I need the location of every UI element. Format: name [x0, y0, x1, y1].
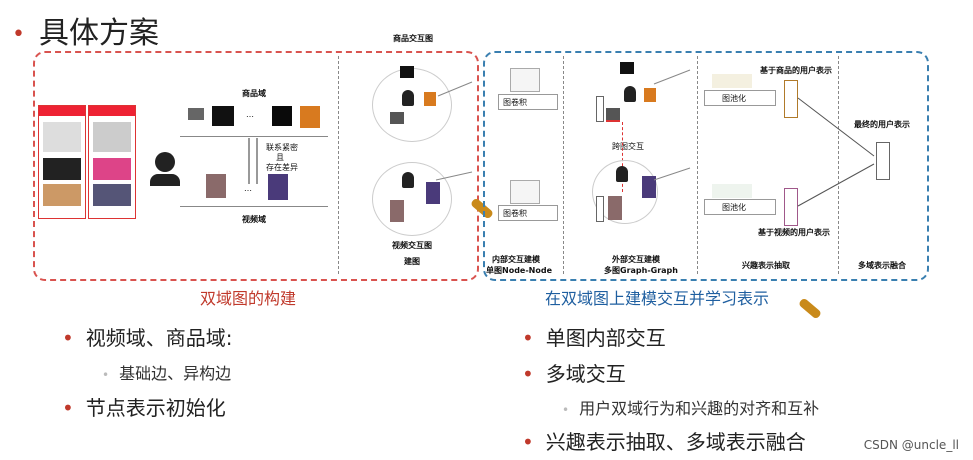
- bullet-left-3: •节点表示初始化: [62, 396, 226, 420]
- pool-arrow-1: [704, 90, 776, 106]
- left-panel-frame: [33, 51, 479, 281]
- video-graph-circle: [372, 162, 452, 236]
- ext-node-1: [620, 62, 634, 74]
- external-label-1: 外部交互建模: [612, 255, 660, 264]
- user-icon: [150, 152, 180, 186]
- ext-vector-1: [596, 96, 604, 122]
- goods-thumb-3: [272, 106, 292, 126]
- ext-node-3: [606, 108, 620, 122]
- cross-arrow: [622, 122, 623, 192]
- fusion-line-1: [797, 97, 875, 157]
- interest-extract-label: 兴趣表示抽取: [742, 261, 790, 270]
- mini-graph-2: [510, 180, 540, 204]
- video-ellipsis: …: [244, 184, 252, 193]
- right-panel-frame: [483, 51, 929, 281]
- mini-graph-1: [510, 68, 540, 92]
- goods-domain-label: 商品域: [242, 89, 266, 98]
- bullet-right-2: •多域交互: [522, 362, 626, 386]
- video-domain-label: 视频域: [242, 215, 266, 224]
- ext-user-node-1: [624, 86, 636, 102]
- goods-ellipsis: …: [246, 110, 254, 119]
- link-note-3: 存在差异: [266, 163, 298, 172]
- goods-user-vector: [784, 80, 798, 118]
- build-graph-label: 建图: [404, 257, 420, 266]
- external-label-2: 多图Graph-Graph: [604, 266, 678, 275]
- link-note-1: 联系紧密: [266, 143, 298, 152]
- internal-label-2: 单图Node-Node: [486, 266, 553, 275]
- goods-graph-node-2: [424, 92, 436, 106]
- multi-fusion-label: 多域表示融合: [858, 261, 906, 270]
- bullet-left-1: •视频域、商品域:: [62, 326, 233, 350]
- right-panel-caption: 在双域图上建模交互并学习表示: [545, 289, 770, 308]
- ext-circle-2: [592, 160, 658, 224]
- cross-interaction-label: 跨图交互: [612, 142, 644, 151]
- goods-thumb-4: [300, 106, 320, 128]
- left-graph-edge-1: [437, 81, 473, 97]
- goods-graph-node-1: [400, 66, 414, 78]
- goods-thumb-1: [188, 108, 204, 120]
- ext-node-4: [642, 176, 656, 198]
- bullet-right-1: •单图内部交互: [522, 326, 666, 350]
- goods-domain-arrow: [180, 136, 328, 137]
- pool-label-1: 图池化: [722, 94, 746, 103]
- left-panel-divider: [338, 56, 339, 274]
- internal-label-1: 内部交互建模: [492, 255, 540, 264]
- right-graph-edge-1: [653, 69, 691, 85]
- right-divider-1: [563, 56, 564, 274]
- pool-arrow-2: [704, 199, 776, 215]
- fusion-line-2: [797, 163, 875, 207]
- left-graph-edge-2: [435, 171, 473, 181]
- conv-arrow-1: [498, 94, 558, 110]
- watermark: CSDN @uncle_ll: [863, 438, 959, 452]
- goods-user-rep-label: 基于商品的用户表示: [760, 66, 832, 75]
- final-user-vector: [876, 142, 890, 180]
- video-graph-user-node: [402, 172, 414, 188]
- right-divider-2: [697, 56, 698, 274]
- video-graph-node-2: [390, 200, 404, 222]
- video-graph-label: 视频交互图: [392, 241, 432, 250]
- right-graph-edge-2: [653, 167, 691, 181]
- video-domain-arrow: [180, 206, 328, 207]
- app-screenshot-2: [88, 105, 136, 219]
- goods-node-cluster: [712, 74, 752, 88]
- title-bullet: •: [12, 22, 25, 47]
- final-user-rep-label: 最终的用户表示: [854, 120, 910, 129]
- app-screenshot-1: [38, 105, 86, 219]
- bullet-right-4: •兴趣表示抽取、多域表示融合: [522, 430, 806, 454]
- goods-graph-node-3: [390, 112, 404, 124]
- ext-node-5: [608, 196, 622, 220]
- goods-thumb-2: [212, 106, 234, 126]
- ext-user-node-2: [616, 166, 628, 182]
- video-graph-node-1: [426, 182, 440, 204]
- bullet-right-3: •用户双域行为和兴趣的对齐和互补: [562, 399, 820, 418]
- pool-label-2: 图池化: [722, 203, 746, 212]
- video-node-cluster: [712, 184, 752, 198]
- conv-arrow-2: [498, 205, 558, 221]
- link-note-2: 且: [276, 153, 284, 162]
- goods-graph-user-node: [402, 90, 414, 106]
- ext-vector-2: [596, 196, 604, 222]
- bidirectional-arrow: [248, 138, 258, 184]
- right-divider-3: [838, 56, 839, 274]
- bullet-left-2: •基础边、异构边: [102, 364, 232, 383]
- left-panel-caption: 双域图的构建: [200, 289, 297, 308]
- goods-graph-label: 商品交互图: [393, 34, 433, 43]
- video-user-rep-label: 基于视频的用户表示: [758, 228, 830, 237]
- video-thumb-2: [268, 174, 288, 200]
- video-user-vector: [784, 188, 798, 226]
- slide-title: • 具体方案: [12, 8, 159, 52]
- graph-conv-label-1: 图卷积: [503, 98, 527, 107]
- graph-conv-label-2: 图卷积: [503, 209, 527, 218]
- ext-node-2: [644, 88, 656, 102]
- slide-title-text: 具体方案: [38, 16, 159, 51]
- video-thumb-1: [206, 174, 226, 198]
